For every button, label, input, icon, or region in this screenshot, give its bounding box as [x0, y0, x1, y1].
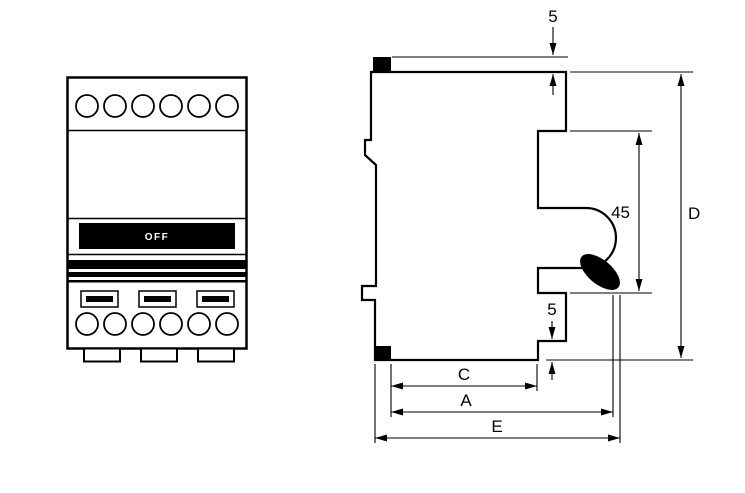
side-body-profile	[360, 70, 618, 362]
dim-label-d: D	[688, 204, 700, 223]
terminal-screw	[103, 94, 127, 118]
terminal-screw	[131, 94, 155, 118]
terminal-screw	[159, 94, 183, 118]
dim-label-top-5: 5	[548, 7, 557, 26]
dim-label-c: C	[458, 365, 470, 384]
terminal-windows	[80, 290, 235, 308]
terminal-slot	[144, 296, 171, 302]
terminal-screw	[75, 312, 99, 336]
terminal-screw	[75, 94, 99, 118]
mounting-tab	[140, 347, 178, 363]
terminal-screw	[103, 312, 127, 336]
front-stripes	[68, 260, 246, 283]
dim-label-e: E	[491, 417, 502, 436]
toggle-lever	[580, 254, 620, 290]
dim-depth-e: E	[375, 417, 620, 442]
bottom-terminal-screws	[75, 312, 239, 336]
side-view	[360, 57, 620, 362]
dim-top-offset: 5	[392, 7, 568, 95]
toggle-switch-bar	[79, 223, 235, 249]
terminal-slot	[202, 296, 229, 302]
off-label: OFF	[145, 232, 170, 243]
dim-front-height: 45	[570, 130, 652, 294]
terminal-slot	[86, 296, 113, 302]
dim-label-45: 45	[611, 203, 630, 222]
terminal-screw	[215, 312, 239, 336]
terminal-screw	[159, 312, 183, 336]
dim-depth-c: C	[391, 365, 537, 390]
dim-bottom-offset: 5	[547, 300, 557, 380]
top-terminal-screws	[75, 94, 239, 118]
dim-label-a: A	[460, 391, 472, 410]
depth-extension-lines	[374, 295, 621, 443]
terminal-screw	[215, 94, 239, 118]
dim-label-bottom-5: 5	[547, 300, 556, 319]
mounting-tab	[83, 347, 121, 363]
dimensions: 5 45 D 5	[374, 7, 700, 443]
top-terminal-clamp	[373, 57, 391, 72]
bottom-terminal-clamp	[374, 346, 391, 359]
terminal-screw	[187, 312, 211, 336]
bottom-tabs	[83, 347, 235, 363]
terminal-screw	[187, 94, 211, 118]
front-housing-outline	[66, 76, 248, 350]
dim-depth-a: A	[391, 391, 613, 416]
dim-overall-height: D	[546, 71, 700, 361]
stripe	[68, 280, 246, 283]
front-view: OFF	[66, 76, 248, 363]
stripe	[68, 272, 246, 277]
terminal-screw	[131, 312, 155, 336]
mounting-tab	[197, 347, 235, 363]
stripe	[68, 260, 246, 269]
